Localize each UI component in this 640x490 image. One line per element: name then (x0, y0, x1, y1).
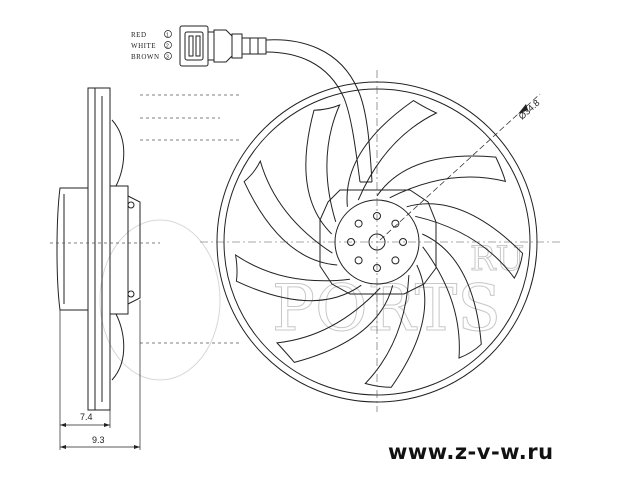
pin-number-3: 3 (166, 55, 169, 61)
dimension-depth-b: 9.3 (92, 435, 105, 445)
pin-marker-1 (164, 30, 172, 38)
pin-marker-3 (164, 52, 172, 60)
fan-blade (376, 155, 507, 199)
fan-blade (364, 264, 426, 388)
wire-label-white: WHITE (131, 42, 156, 50)
fan-blade (346, 100, 438, 207)
watermark-swirl (99, 219, 221, 381)
hub-hole (391, 219, 400, 228)
dimension-depth-a: 7.4 (80, 412, 93, 422)
dimension-diameter: Ø34.8 (517, 98, 542, 122)
hub-hole (391, 256, 400, 265)
fan-blade (422, 233, 482, 359)
watermark: PORTS RU (99, 219, 525, 381)
fan-blade (305, 104, 341, 235)
wire-label-red: RED (131, 31, 147, 39)
site-url[interactable]: www.z-v-w.ru (388, 440, 554, 464)
fan-blade (275, 285, 394, 363)
pin-number-1: 1 (166, 33, 169, 39)
hub-hole (354, 219, 363, 228)
pin-number-2: 2 (166, 44, 169, 50)
pin-marker-2 (164, 41, 172, 49)
front-view-centerlines (200, 70, 560, 412)
connector-plug (179, 25, 267, 67)
motor-housing (319, 189, 437, 295)
side-profile-view (50, 87, 240, 450)
connector-legend: RED WHITE BROWN 1 2 3 (131, 30, 172, 61)
wire-label-brown: BROWN (131, 53, 160, 61)
fan-blades (234, 100, 524, 388)
fan-blade (234, 253, 362, 302)
fan-blade (243, 159, 338, 266)
fan-blade (406, 203, 524, 280)
watermark-brand: PORTS (272, 272, 501, 346)
hub-hole (354, 256, 363, 265)
